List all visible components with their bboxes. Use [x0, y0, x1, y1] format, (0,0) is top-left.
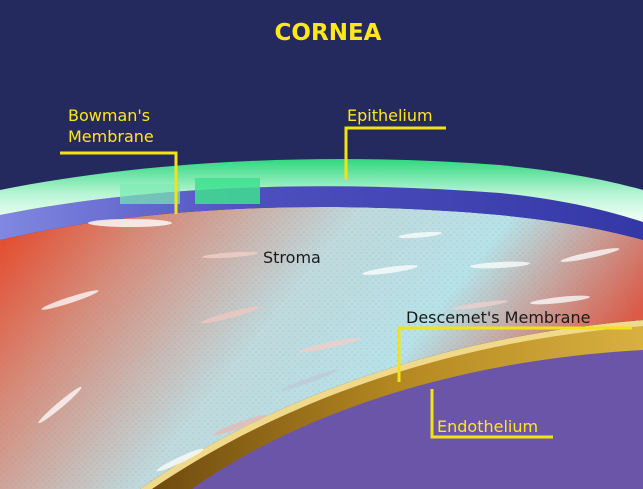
- epithelium-highlight: [195, 178, 260, 204]
- page-title: CORNEA: [275, 20, 382, 46]
- endothelium-label: Endothelium: [437, 417, 538, 436]
- bowmans-highlight: [88, 219, 172, 227]
- descemets-label: Descemet's Membrane: [406, 308, 590, 327]
- bowmans-label-line2: Membrane: [68, 127, 154, 146]
- stroma-label: Stroma: [263, 248, 321, 267]
- epithelium-highlight-2: [120, 184, 180, 204]
- epithelium-label: Epithelium: [347, 106, 433, 125]
- bowmans-label-line1: Bowman's: [68, 106, 150, 125]
